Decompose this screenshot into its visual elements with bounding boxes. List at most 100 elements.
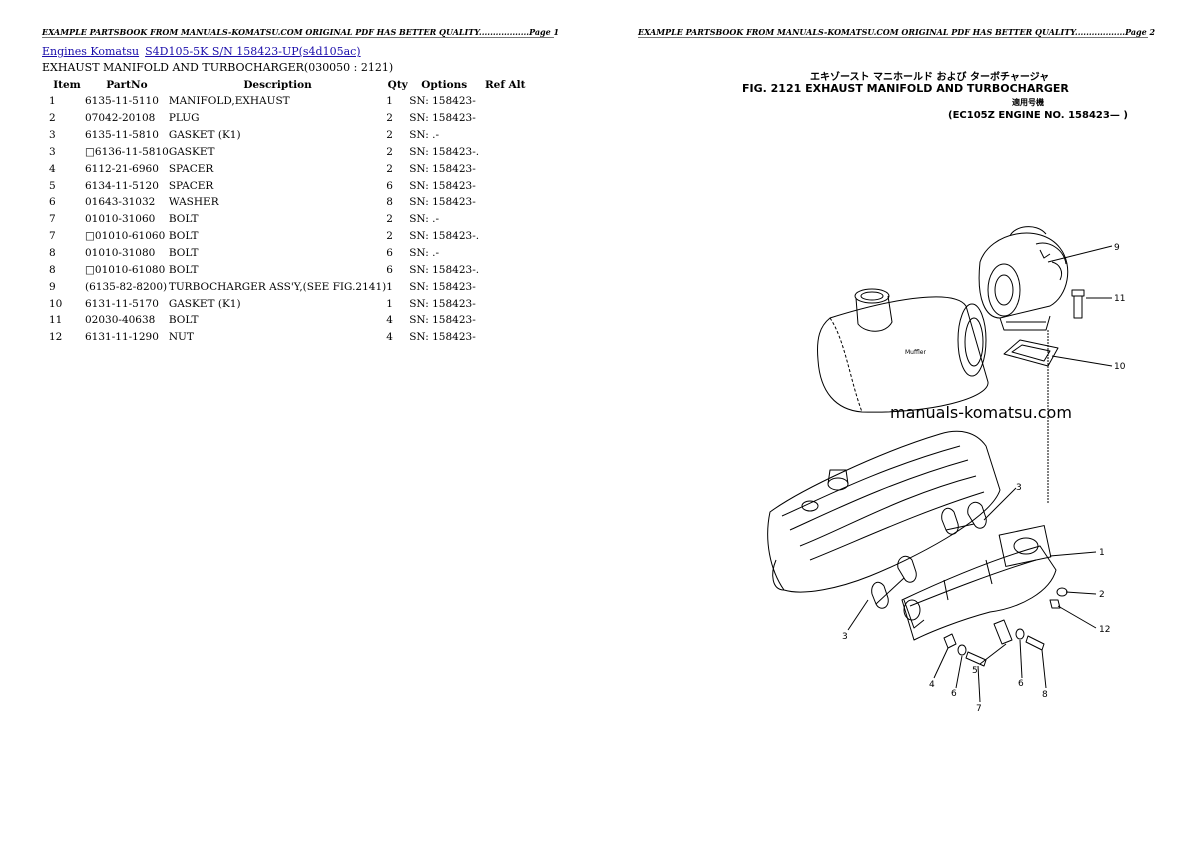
cell-item: 12 bbox=[49, 331, 63, 344]
cell-qty: 4 bbox=[386, 331, 393, 344]
cell-description: GASKET bbox=[168, 145, 215, 158]
gasket-10-drawing bbox=[1003, 339, 1059, 367]
cell-qty: 2 bbox=[386, 145, 393, 158]
callout-7: 7 bbox=[976, 704, 982, 714]
cell-item: 4 bbox=[49, 162, 56, 175]
cell-item: 7 bbox=[49, 230, 56, 243]
cell-partno: □01010-61080 bbox=[85, 263, 166, 276]
cell-partno: 07042-20108 bbox=[85, 112, 156, 125]
cell-qty: 2 bbox=[386, 162, 393, 175]
muffler-drawing: Muffler bbox=[817, 288, 989, 413]
cell-description: GASKET (K1) bbox=[168, 297, 241, 310]
cell-qty: 2 bbox=[386, 213, 393, 226]
exhaust-manifold-drawing bbox=[901, 525, 1057, 641]
callout-6-right: 6 bbox=[1018, 679, 1024, 689]
cell-partno: 6135-11-5810 bbox=[85, 129, 159, 142]
cell-options: SN: 158423- bbox=[409, 112, 476, 125]
section-title: EXHAUST MANIFOLD AND TURBOCHARGER(030050… bbox=[42, 61, 394, 74]
cell-options: SN: 158423- bbox=[409, 280, 476, 293]
callout-4: 4 bbox=[929, 680, 935, 690]
cell-qty: 2 bbox=[386, 112, 393, 125]
cell-description: MANIFOLD,EXHAUST bbox=[168, 95, 290, 108]
figure-title-japanese: エキゾースト マニホールド および ターボチャージャ bbox=[810, 70, 1049, 83]
cell-ref-alt bbox=[479, 93, 531, 110]
gasket-3-upper-drawing bbox=[941, 501, 987, 535]
callout-10: 10 bbox=[1114, 362, 1126, 372]
cell-options: SN: .- bbox=[409, 213, 440, 226]
cell-item: 5 bbox=[49, 179, 56, 192]
column-header-description: Description bbox=[243, 79, 312, 91]
cell-item: 3 bbox=[49, 129, 56, 142]
cell-options: SN: 158423-. bbox=[409, 263, 480, 276]
page-1-header: EXAMPLE PARTSBOOK FROM MANUALS-KOMATSU.C… bbox=[42, 27, 560, 37]
cell-item: 2 bbox=[49, 112, 56, 125]
gasket-3-lower-drawing bbox=[871, 555, 917, 609]
cell-qty: 8 bbox=[386, 196, 393, 209]
muffler-label: Muffler bbox=[905, 349, 926, 356]
column-header-options: Options bbox=[421, 79, 468, 91]
cell-description: NUT bbox=[168, 331, 194, 344]
table-row: 2 07042-20108 PLUG 2 SN: 158423- bbox=[42, 110, 531, 127]
cell-description: BOLT bbox=[168, 263, 199, 276]
cell-description: PLUG bbox=[168, 112, 200, 125]
cell-item: 7 bbox=[49, 213, 56, 226]
page-2-header-rule bbox=[638, 37, 1148, 38]
figure-watermark: manuals-komatsu.com bbox=[890, 403, 1072, 422]
cell-qty: 6 bbox=[386, 263, 393, 276]
table-header-row: Item PartNo Description Qty Options Ref … bbox=[42, 77, 531, 93]
cell-options: SN: 158423- bbox=[409, 314, 476, 327]
callout-5: 5 bbox=[972, 666, 978, 676]
cell-partno: 6131-11-5170 bbox=[85, 297, 159, 310]
callout-11: 11 bbox=[1114, 294, 1125, 304]
cell-ref-alt bbox=[479, 329, 531, 346]
exploded-parts-diagram: エキゾースト マニホールド および ターボチャージャ FIG. 2121 EXH… bbox=[742, 70, 1128, 714]
bolt-11-drawing bbox=[1071, 289, 1085, 319]
cell-qty: 1 bbox=[386, 95, 393, 108]
cell-qty: 1 bbox=[386, 280, 393, 293]
figure-applicable-japanese: 適用号機 bbox=[1012, 97, 1044, 107]
figure-title: FIG. 2121 EXHAUST MANIFOLD AND TURBOCHAR… bbox=[742, 82, 1069, 95]
cell-item: 11 bbox=[49, 314, 63, 327]
cell-partno: 01010-31060 bbox=[85, 213, 156, 226]
bolt-7-drawing bbox=[965, 651, 987, 667]
page-2-header: EXAMPLE PARTSBOOK FROM MANUALS-KOMATSU.C… bbox=[638, 27, 1156, 37]
cell-qty: 2 bbox=[386, 230, 393, 243]
breadcrumb-link-model[interactable]: S4D105-5K S/N 158423-UP(s4d105ac) bbox=[145, 45, 361, 58]
cell-ref-alt bbox=[479, 144, 531, 161]
callout-3-upper: 3 bbox=[1016, 483, 1022, 493]
spacer-4-drawing bbox=[943, 633, 957, 649]
cell-ref-alt bbox=[479, 295, 531, 312]
washer-6-left-drawing bbox=[957, 644, 967, 656]
cell-options: SN: 158423- bbox=[409, 331, 476, 344]
cell-ref-alt bbox=[479, 211, 531, 228]
cell-description: WASHER bbox=[168, 196, 219, 209]
bolt-8-drawing bbox=[1025, 635, 1045, 651]
cell-description: BOLT bbox=[168, 314, 199, 327]
cell-partno: 02030-40638 bbox=[85, 314, 156, 327]
cell-qty: 2 bbox=[386, 129, 393, 142]
cell-ref-alt bbox=[479, 177, 531, 194]
cell-ref-alt bbox=[479, 228, 531, 245]
cell-description: TURBOCHARGER ASS'Y,(SEE FIG.2141) bbox=[168, 280, 387, 293]
cylinder-head-drawing bbox=[767, 430, 1001, 593]
plug-2-drawing bbox=[1056, 587, 1068, 597]
column-header-ref-alt: Ref Alt bbox=[484, 79, 526, 91]
table-row: 12 6131-11-1290 NUT 4 SN: 158423- bbox=[42, 329, 531, 346]
cell-partno: 01643-31032 bbox=[85, 196, 156, 209]
cell-ref-alt bbox=[479, 261, 531, 278]
cell-description: BOLT bbox=[168, 247, 199, 260]
breadcrumb-link-engines[interactable]: Engines Komatsu bbox=[42, 45, 140, 58]
turbocharger-drawing bbox=[978, 226, 1069, 331]
cell-partno: 6131-11-1290 bbox=[85, 331, 159, 344]
cell-item: 8 bbox=[49, 247, 56, 260]
cell-partno: □01010-61060 bbox=[85, 230, 166, 243]
